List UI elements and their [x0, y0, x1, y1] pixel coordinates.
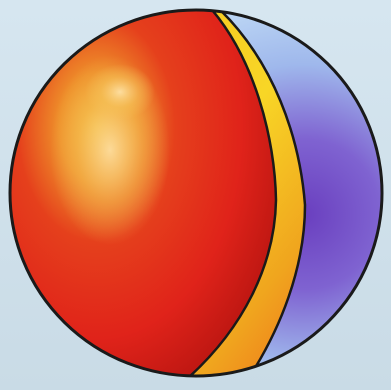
- ball-highlight-top: [85, 64, 155, 120]
